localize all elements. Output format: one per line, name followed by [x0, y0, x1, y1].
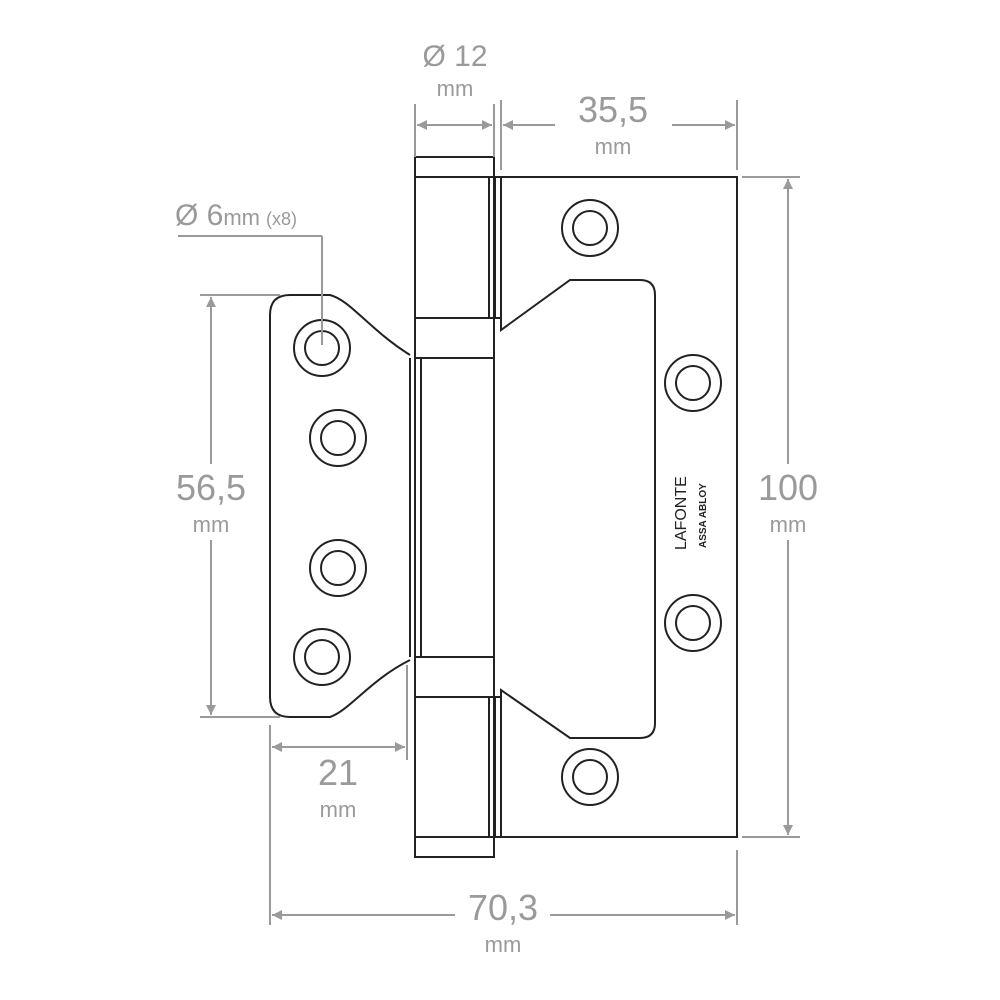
- svg-text:mm: mm: [193, 512, 230, 537]
- svg-text:70,3: 70,3: [468, 887, 538, 928]
- svg-text:mm: mm: [437, 76, 474, 101]
- screw-hole: [561, 199, 619, 257]
- screw-hole: [664, 354, 722, 412]
- hinge-outline: [269, 156, 738, 858]
- svg-text:21: 21: [318, 752, 358, 793]
- svg-text:LAFONTE: LAFONTE: [673, 476, 690, 550]
- dim-inner-leaf-height: 56,5 mm: [176, 467, 246, 537]
- svg-text:35,5: 35,5: [578, 89, 648, 130]
- screw-holes: [293, 199, 722, 806]
- inner-leaf: [269, 294, 411, 718]
- svg-text:56,5: 56,5: [176, 467, 246, 508]
- dim-pin-diameter: Ø 12 mm: [422, 40, 487, 101]
- svg-text:mm: mm: [485, 932, 522, 957]
- screw-hole: [561, 748, 619, 806]
- svg-text:ASSA ABLOY: ASSA ABLOY: [698, 483, 709, 548]
- dim-leaf-width: 35,5 mm: [578, 89, 648, 159]
- dim-hole-diameter: Ø 6mm(x8): [175, 199, 297, 232]
- brand-logo: LAFONTE ASSA ABLOY: [673, 476, 709, 550]
- dim-inner-leaf-width: 21 mm: [318, 752, 358, 822]
- dim-total-width: 70,3 mm: [468, 887, 538, 957]
- svg-text:Ø 6mm(x8): Ø 6mm(x8): [175, 199, 297, 232]
- screw-hole: [293, 628, 351, 686]
- screw-hole: [309, 409, 367, 467]
- screw-hole: [309, 539, 367, 597]
- dimension-lines: [178, 100, 800, 925]
- svg-text:100: 100: [758, 467, 818, 508]
- svg-text:mm: mm: [595, 134, 632, 159]
- dim-total-height: 100 mm: [758, 467, 818, 537]
- screw-hole: [664, 594, 722, 652]
- svg-text:mm: mm: [320, 797, 357, 822]
- knuckle: [414, 156, 495, 858]
- svg-text:Ø 12: Ø 12: [422, 40, 487, 73]
- outer-leaf: [500, 176, 738, 838]
- svg-text:mm: mm: [770, 512, 807, 537]
